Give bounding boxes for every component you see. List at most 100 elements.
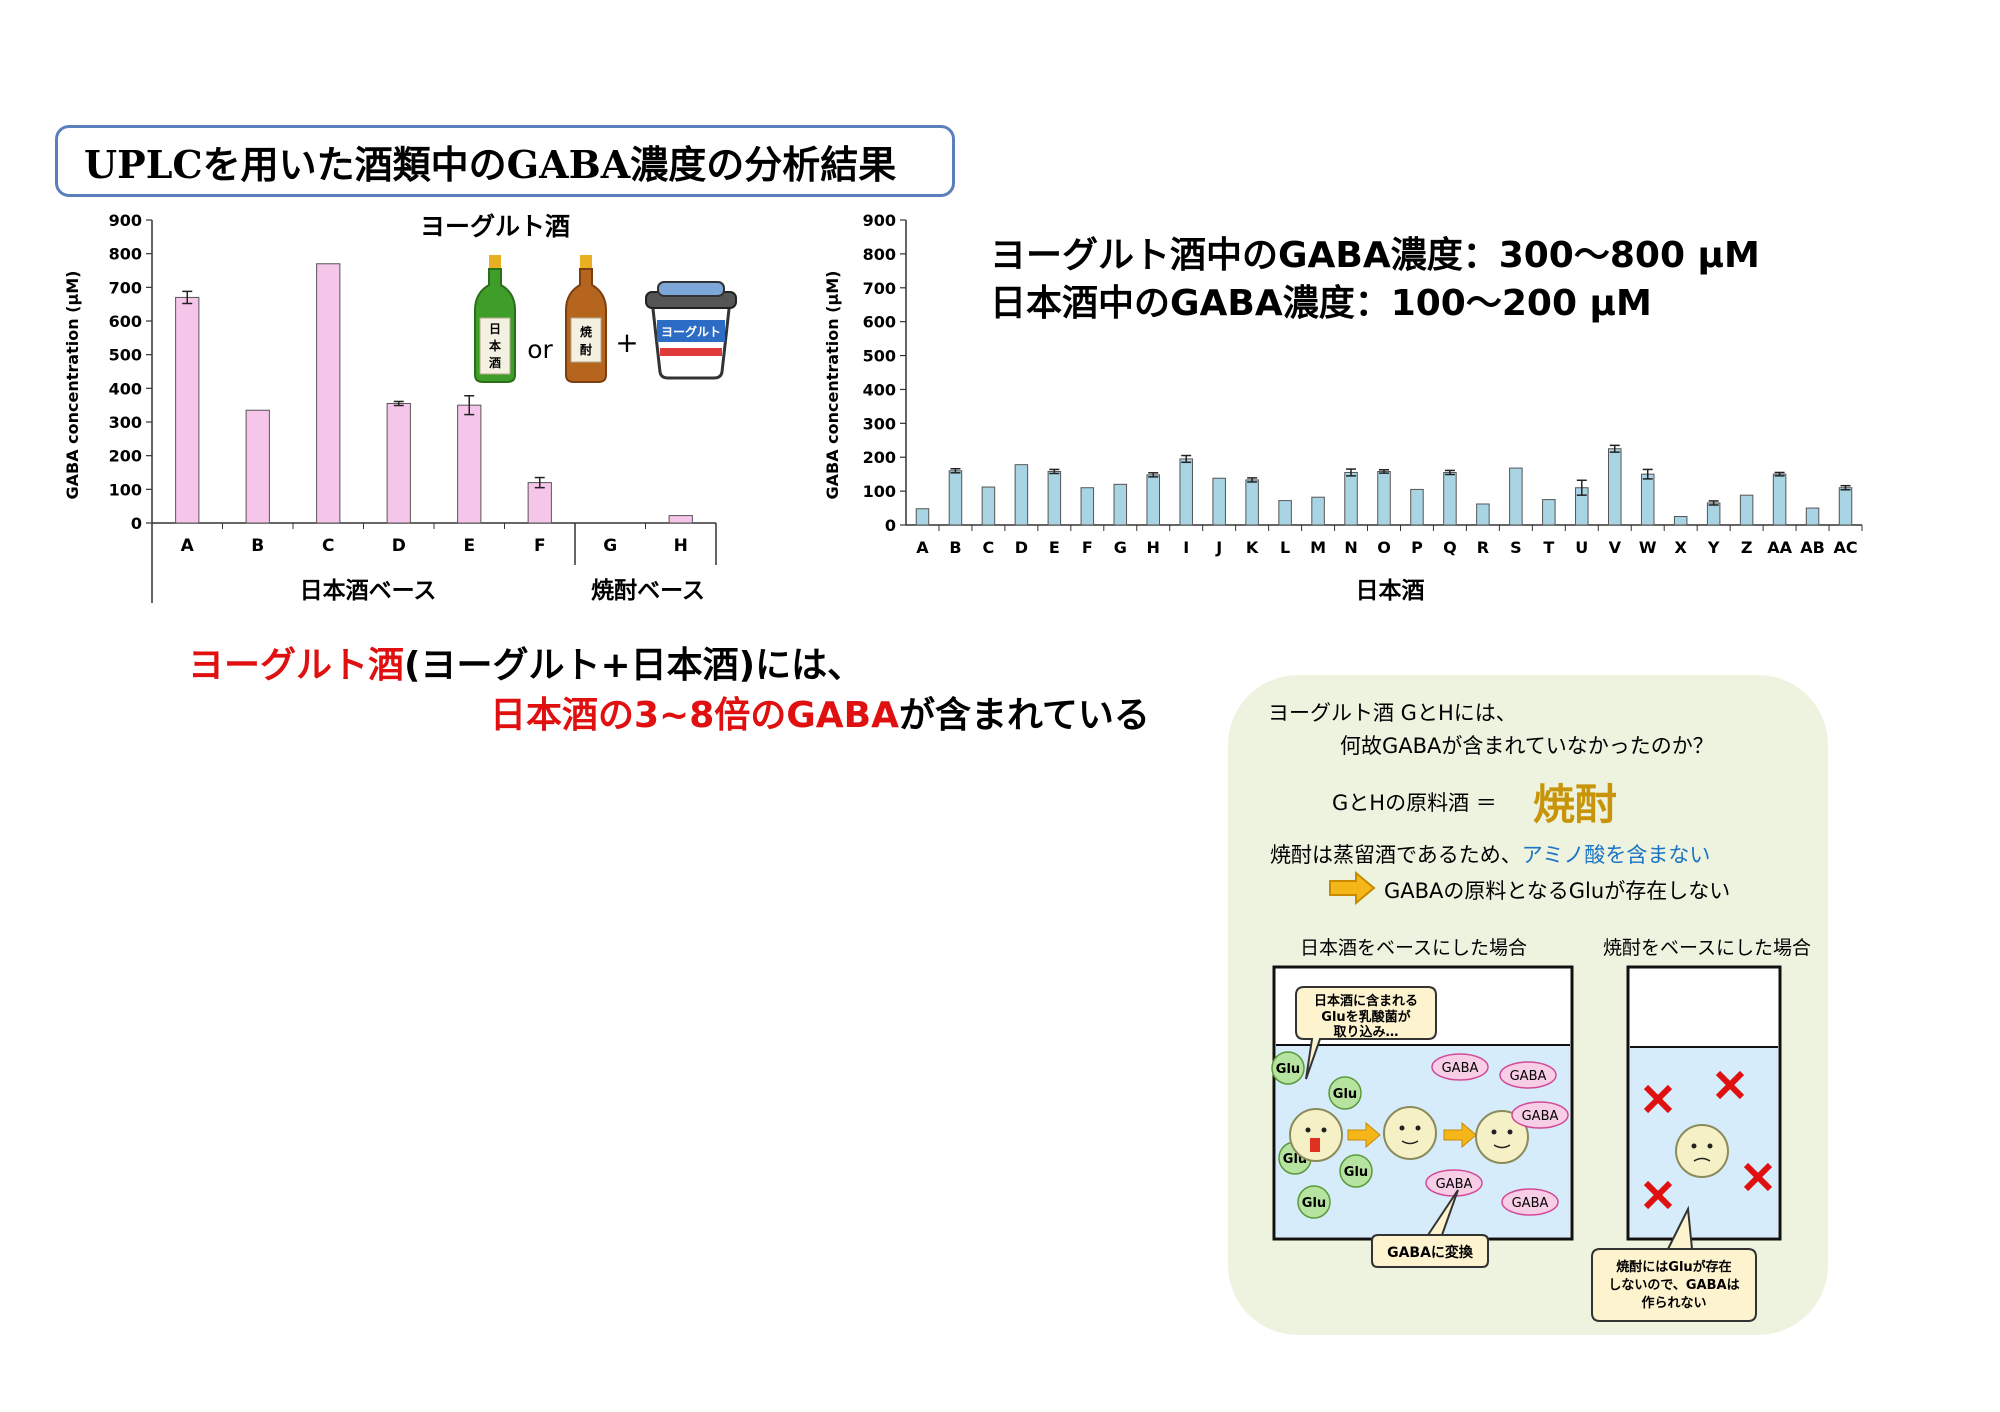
yogurt-cup-icon: ヨーグルト — [645, 281, 737, 380]
x-tick-label: G — [603, 536, 617, 556]
arrow-right-icon — [1329, 871, 1376, 905]
lactic-bacteria-sad — [1675, 1124, 1729, 1178]
bar — [1212, 477, 1226, 526]
y-tick-label: 0 — [131, 514, 142, 533]
source-value: 焼酎 — [1533, 780, 1618, 829]
y-tick-label: 300 — [109, 413, 142, 432]
gaba-molecule: GABA — [1431, 1053, 1489, 1081]
group-label-sake: 日本酒ベース — [300, 578, 437, 604]
summary-red-2: 日本酒の3~8倍のGABA — [490, 695, 899, 736]
gaba-molecule: GABA — [1511, 1101, 1569, 1129]
uptake-text-2: Gluを乳酸菌が — [1321, 1009, 1410, 1025]
x-tick-label: R — [1477, 538, 1489, 557]
x-tick-label: B — [251, 536, 264, 556]
yogurt-concentration: ヨーグルト酒中のGABA濃度：300～800 μM — [990, 235, 1760, 276]
inset-title: ヨーグルト酒 — [420, 212, 570, 241]
x-tick-label: O — [1377, 538, 1391, 557]
x-tick-label: G — [1114, 538, 1127, 557]
concentration-summary: ヨーグルト酒中のGABA濃度：300～800 μM 日本酒中のGABA濃度：10… — [990, 232, 1760, 328]
x-tick-label: L — [1280, 538, 1290, 557]
y-tick-label: 0 — [885, 516, 896, 535]
x-tick-label: T — [1543, 538, 1554, 557]
bar — [1640, 473, 1655, 526]
y-tick-label: 400 — [863, 380, 896, 399]
x-tick-label: P — [1411, 538, 1423, 557]
bar — [1344, 471, 1358, 526]
x-tick-label: M — [1310, 538, 1326, 557]
bar — [1047, 470, 1062, 526]
x-tick-label: C — [322, 536, 334, 556]
bar — [668, 515, 693, 524]
x-tick-label: F — [1082, 538, 1093, 557]
bar — [1311, 496, 1325, 526]
x-tick-label: A — [916, 538, 929, 557]
y-tick-label: 900 — [109, 211, 142, 230]
x-tick-label: V — [1609, 538, 1622, 557]
y-tick-label: 900 — [863, 211, 896, 230]
x-tick-label: X — [1675, 538, 1688, 557]
y-tick-label: 500 — [863, 347, 896, 366]
arrow-right-icon — [1443, 1121, 1477, 1149]
y-tick-label: 500 — [109, 346, 142, 365]
sake-label-char-1: 日 — [489, 322, 501, 336]
summary-line-2: 日本酒の3~8倍のGABAが含まれている — [490, 686, 1150, 738]
gaba-molecule: GABA — [1425, 1169, 1483, 1197]
y-axis-label: GABA concentration (μM) — [823, 271, 842, 500]
x-tick-label: AA — [1767, 538, 1792, 557]
svg-text:GABA: GABA — [1522, 1109, 1559, 1124]
gaba-molecule: GABA — [1501, 1188, 1559, 1216]
bar — [1014, 464, 1029, 526]
bar — [316, 263, 341, 524]
uptake-text-1: 日本酒に含まれる — [1314, 993, 1418, 1009]
x-tick-label: A — [181, 536, 195, 556]
cross-icon — [1743, 1162, 1773, 1192]
reason-black: 焼酎は蒸留酒であるため、 — [1270, 843, 1522, 867]
bar — [1410, 488, 1424, 526]
svg-text:GABA: GABA — [1512, 1196, 1549, 1211]
bar — [1542, 499, 1556, 526]
summary-black-2: が含まれている — [898, 695, 1150, 736]
bar — [1739, 494, 1754, 526]
y-tick-label: 800 — [109, 245, 142, 264]
x-tick-label: D — [1015, 538, 1028, 557]
cup-label: ヨーグルト — [661, 324, 721, 339]
shochu-text-2: しないので、GABAは — [1608, 1278, 1739, 1293]
x-tick-label: J — [1215, 538, 1222, 557]
svg-text:GABA: GABA — [1510, 1069, 1547, 1084]
shochu-label-char-1: 焼 — [580, 324, 592, 339]
shochu-text-1: 焼酎にはGluが存在 — [1616, 1259, 1731, 1275]
x-tick-label: S — [1510, 538, 1522, 557]
x-tick-label: Q — [1443, 538, 1457, 557]
y-tick-label: 400 — [109, 379, 142, 398]
bar — [1443, 471, 1457, 526]
x-tick-label: Y — [1707, 538, 1720, 557]
convert-text: GABAに変換 — [1387, 1244, 1474, 1261]
lactic-bacteria-eating — [1289, 1108, 1343, 1162]
shochu-bubble — [1591, 1248, 1757, 1322]
sake-label-char-2: 本 — [489, 338, 501, 353]
shochu-bottle-icon: 焼 酎 — [565, 255, 607, 383]
y-tick-label: 600 — [109, 312, 142, 331]
bar — [527, 482, 552, 524]
x-tick-label: I — [1183, 538, 1189, 557]
x-tick-label: W — [1639, 538, 1657, 557]
source-label: GとHの原料酒 ＝ — [1332, 791, 1497, 815]
x-tick-label: AC — [1833, 538, 1857, 557]
bar — [1245, 479, 1259, 526]
bar — [1607, 448, 1622, 526]
x-tick-label: E — [1049, 538, 1060, 557]
x-tick-label: N — [1344, 538, 1357, 557]
question-line-1: ヨーグルト酒 GとHには、 — [1268, 701, 1517, 725]
bar — [1377, 470, 1391, 526]
x-tick-label: Z — [1741, 538, 1753, 557]
bar — [1706, 502, 1721, 526]
bar — [245, 409, 270, 524]
reason-blue: アミノ酸を含まない — [1521, 843, 1711, 867]
sake-label-char-3: 酒 — [489, 356, 501, 370]
svg-text:GABA: GABA — [1436, 1177, 1473, 1192]
bar — [386, 402, 411, 524]
x-tick-label: C — [983, 538, 995, 557]
y-tick-label: 300 — [863, 414, 896, 433]
